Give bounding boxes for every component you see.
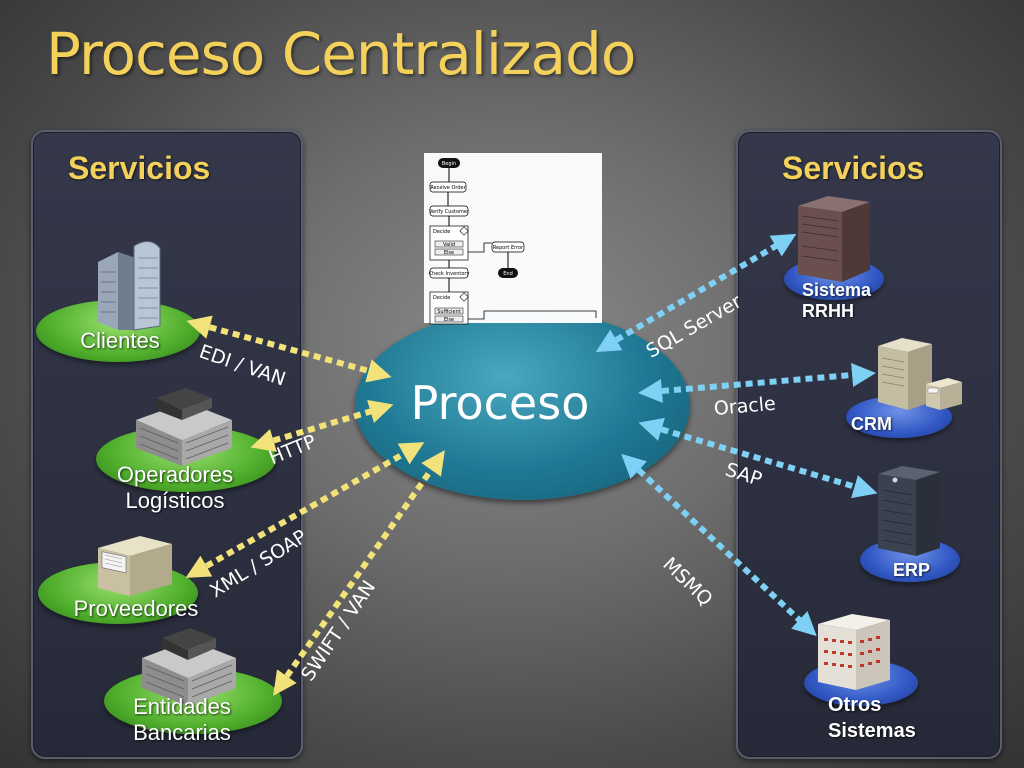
node-label-clientes: Clientes [60,328,180,354]
left-panel-heading: Servicios [68,150,211,186]
wf-else-1-text: Else [444,250,454,256]
wf-decide-1-text: Decide [433,229,450,235]
node-label-operadores-line-1: Operadores [116,462,234,487]
wf-verify-customer-text: Verify Customer [429,209,470,215]
wf-receive-order-text: Receive Order [430,185,466,191]
node-label-crm: CRM [851,414,892,435]
wf-valid [434,240,464,248]
server-cabinet-icon [878,338,962,410]
wf-end [498,268,518,278]
wf-sufficient-text: Sufficient [437,309,461,315]
workflow-chart: Begin Receive Order Verify Customer Deci… [424,153,602,325]
building-icon-2 [142,628,236,706]
wf-else-1 [434,248,464,256]
swift-van-arrow [273,450,445,696]
package-icon [98,536,172,596]
edi-van-arrow [186,315,392,383]
node-label-operadores: Operadores Logísticos [100,462,250,514]
process-label: Proceso [410,376,590,430]
node-label-erp: ERP [893,560,930,581]
msmq-arrow [621,453,817,637]
server-rack-icon [878,466,940,556]
wf-else-2 [434,315,464,323]
node-label-rrhh-line-1: Sistema [802,280,872,300]
wf-valid-text: Valid [443,242,455,248]
wf-else-2-text: Else [444,317,454,323]
right-panel-heading: Servicios [782,150,925,186]
node-label-otros: Otros Sistemas [828,692,916,744]
node-label-proveedores-line-1: Proveedores [73,596,199,621]
wf-report-error-text: Report Error [493,245,524,251]
node-label-otros-line-2: Sistemas [828,720,916,742]
wf-begin [438,158,460,168]
node-label-crm-line-1: CRM [851,414,892,434]
wf-sufficient [434,307,464,315]
node-label-bancarias-line-1: Entidades [133,694,231,719]
http-arrow [250,399,394,453]
wf-check-inventory-text: Check Inventory [429,271,470,277]
wf-decide-2-text: Decide [433,295,450,301]
oracle-arrow [638,363,876,403]
node-label-clientes-line-1: Clientes [80,328,160,353]
wf-begin-text: Begin [442,161,456,167]
node-label-bancarias: Entidades Bancarias [120,694,244,746]
slide-title: Proceso Centralizado [46,20,636,88]
building-icon-1 [136,388,232,466]
node-label-rrhh-line-2: RRHH [802,301,854,321]
node-label-bancarias-line-2: Bancarias [133,720,231,745]
mainframe-icon [818,614,890,690]
sql-server-arrow [595,233,797,353]
node-label-otros-line-1: Otros [828,694,882,716]
office-tower-icon [98,241,161,331]
node-label-rrhh: Sistema RRHH [802,280,871,322]
wf-end-text: End [503,271,513,277]
node-label-proveedores: Proveedores [60,596,212,622]
node-label-operadores-line-2: Logísticos [125,488,225,513]
server-tower-icon [798,196,870,282]
node-label-erp-line-1: ERP [893,560,931,580]
